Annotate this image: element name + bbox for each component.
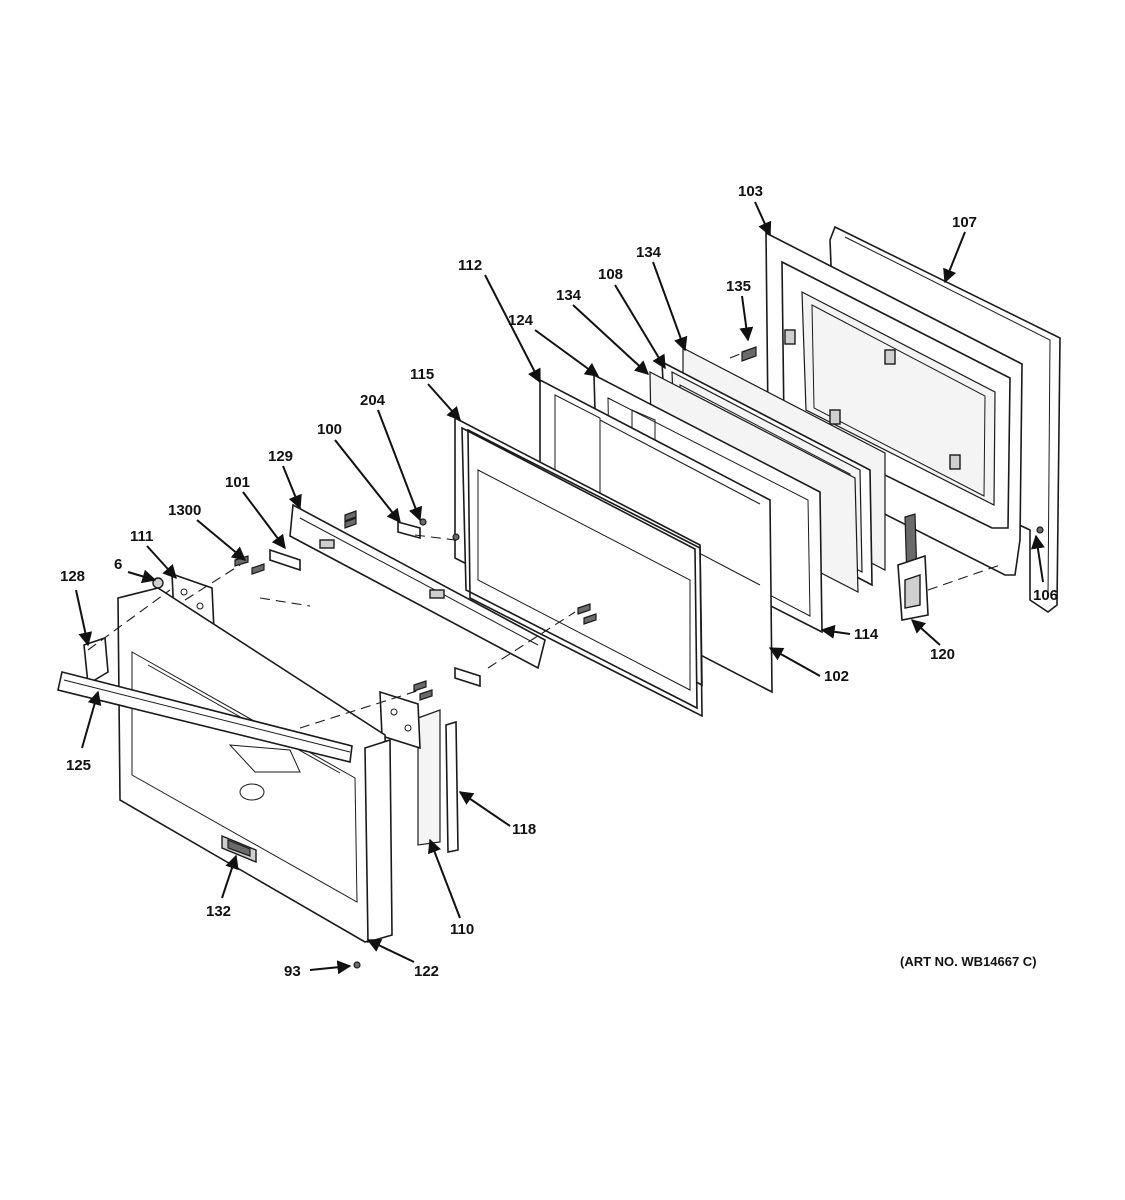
callout-118: 118	[512, 821, 536, 838]
inner-glass-115	[454, 416, 703, 718]
callout-1300: 1300	[168, 502, 201, 519]
callout-107: 107	[952, 214, 977, 231]
callout-204: 204	[360, 392, 386, 409]
callout-115: 115	[410, 366, 434, 383]
leader-lines	[75, 201, 1045, 975]
top-trim-129	[289, 503, 546, 670]
callout-102: 102	[824, 668, 849, 685]
callout-labels: 103 107 134 108 135 134 124 112 115 204 …	[60, 183, 1058, 980]
callout-106: 106	[1033, 587, 1058, 604]
side-bracket-128	[83, 636, 109, 686]
art-number: (ART NO. WB14667 C)	[900, 954, 1037, 969]
callout-129: 129	[268, 448, 293, 465]
side-strip-118	[445, 720, 459, 853]
callout-100: 100	[317, 421, 342, 438]
alignment-lines	[87, 351, 1001, 729]
callout-6: 6	[114, 556, 122, 573]
callout-110: 110	[450, 921, 474, 938]
callout-111: 111	[130, 528, 153, 545]
callout-124: 124	[508, 312, 534, 329]
outer-door-panel-122	[117, 587, 393, 944]
handle-125	[57, 671, 353, 763]
callout-112: 112	[458, 257, 482, 274]
callout-122: 122	[414, 963, 439, 980]
callout-135: 135	[726, 278, 751, 295]
callout-134-front: 134	[556, 287, 582, 304]
callout-132: 132	[206, 903, 231, 920]
hinge-assembly-120	[897, 513, 929, 621]
callout-134-rear: 134	[636, 244, 662, 261]
side-glass-110	[417, 709, 441, 846]
callout-128: 128	[60, 568, 85, 585]
hinge-plate-111-right	[379, 690, 421, 750]
callout-114: 114	[854, 626, 879, 643]
callout-108: 108	[598, 266, 623, 283]
callout-101: 101	[225, 474, 250, 491]
callout-120: 120	[930, 646, 955, 663]
callout-93: 93	[284, 963, 301, 980]
callout-125: 125	[66, 757, 91, 774]
callout-103: 103	[738, 183, 763, 200]
